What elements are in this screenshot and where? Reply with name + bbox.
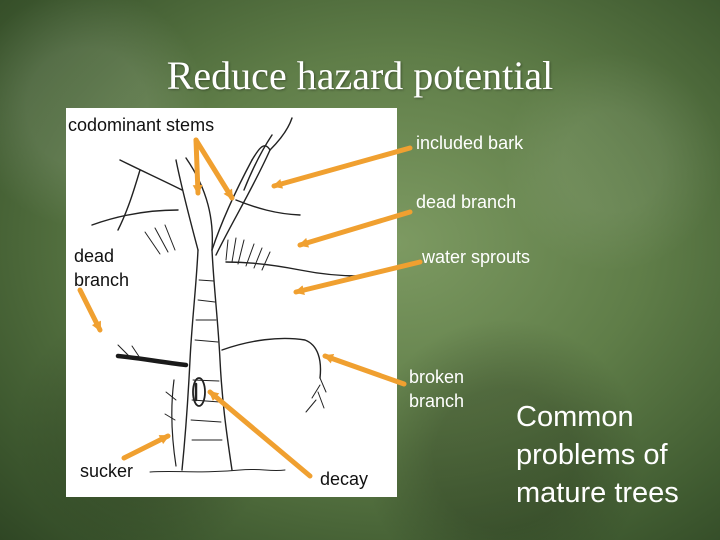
tree-sketch — [91, 117, 361, 473]
label-broken-branch-line1: broken — [409, 367, 465, 387]
side-caption: Common problems of mature trees — [516, 398, 716, 512]
label-sucker: sucker — [80, 461, 134, 481]
side-caption-line-2: problems of — [516, 439, 668, 471]
arrow-broken-branch — [322, 353, 407, 387]
arrow-sucker — [121, 433, 171, 461]
arrow-decay — [207, 389, 313, 479]
label-dead-branch-left-line1: dead — [74, 246, 115, 266]
label-dead-branch-right: dead branch — [416, 192, 517, 212]
arrow-codominant-right — [193, 137, 235, 201]
side-caption-line-1: Common — [516, 401, 634, 433]
tree-illustration-panel — [66, 108, 397, 497]
arrow-water-sprouts — [293, 259, 423, 295]
arrow-dead-branch-right — [297, 209, 413, 248]
side-caption-line-3: mature trees — [516, 477, 679, 509]
label-decay: decay — [320, 469, 369, 489]
slide-title: Reduce hazard potential — [166, 53, 554, 98]
label-dead-branch-left-line2: branch — [74, 270, 130, 290]
label-water-sprouts: water sprouts — [422, 247, 531, 267]
arrow-included-bark — [271, 145, 413, 189]
label-codominant-stems: codominant stems — [68, 115, 215, 135]
arrow-dead-branch-left — [77, 287, 103, 333]
arrow-codominant-left — [192, 137, 203, 196]
label-included-bark: included bark — [416, 133, 524, 153]
callout-arrows — [77, 137, 423, 479]
label-broken-branch-line2: branch — [409, 391, 465, 411]
